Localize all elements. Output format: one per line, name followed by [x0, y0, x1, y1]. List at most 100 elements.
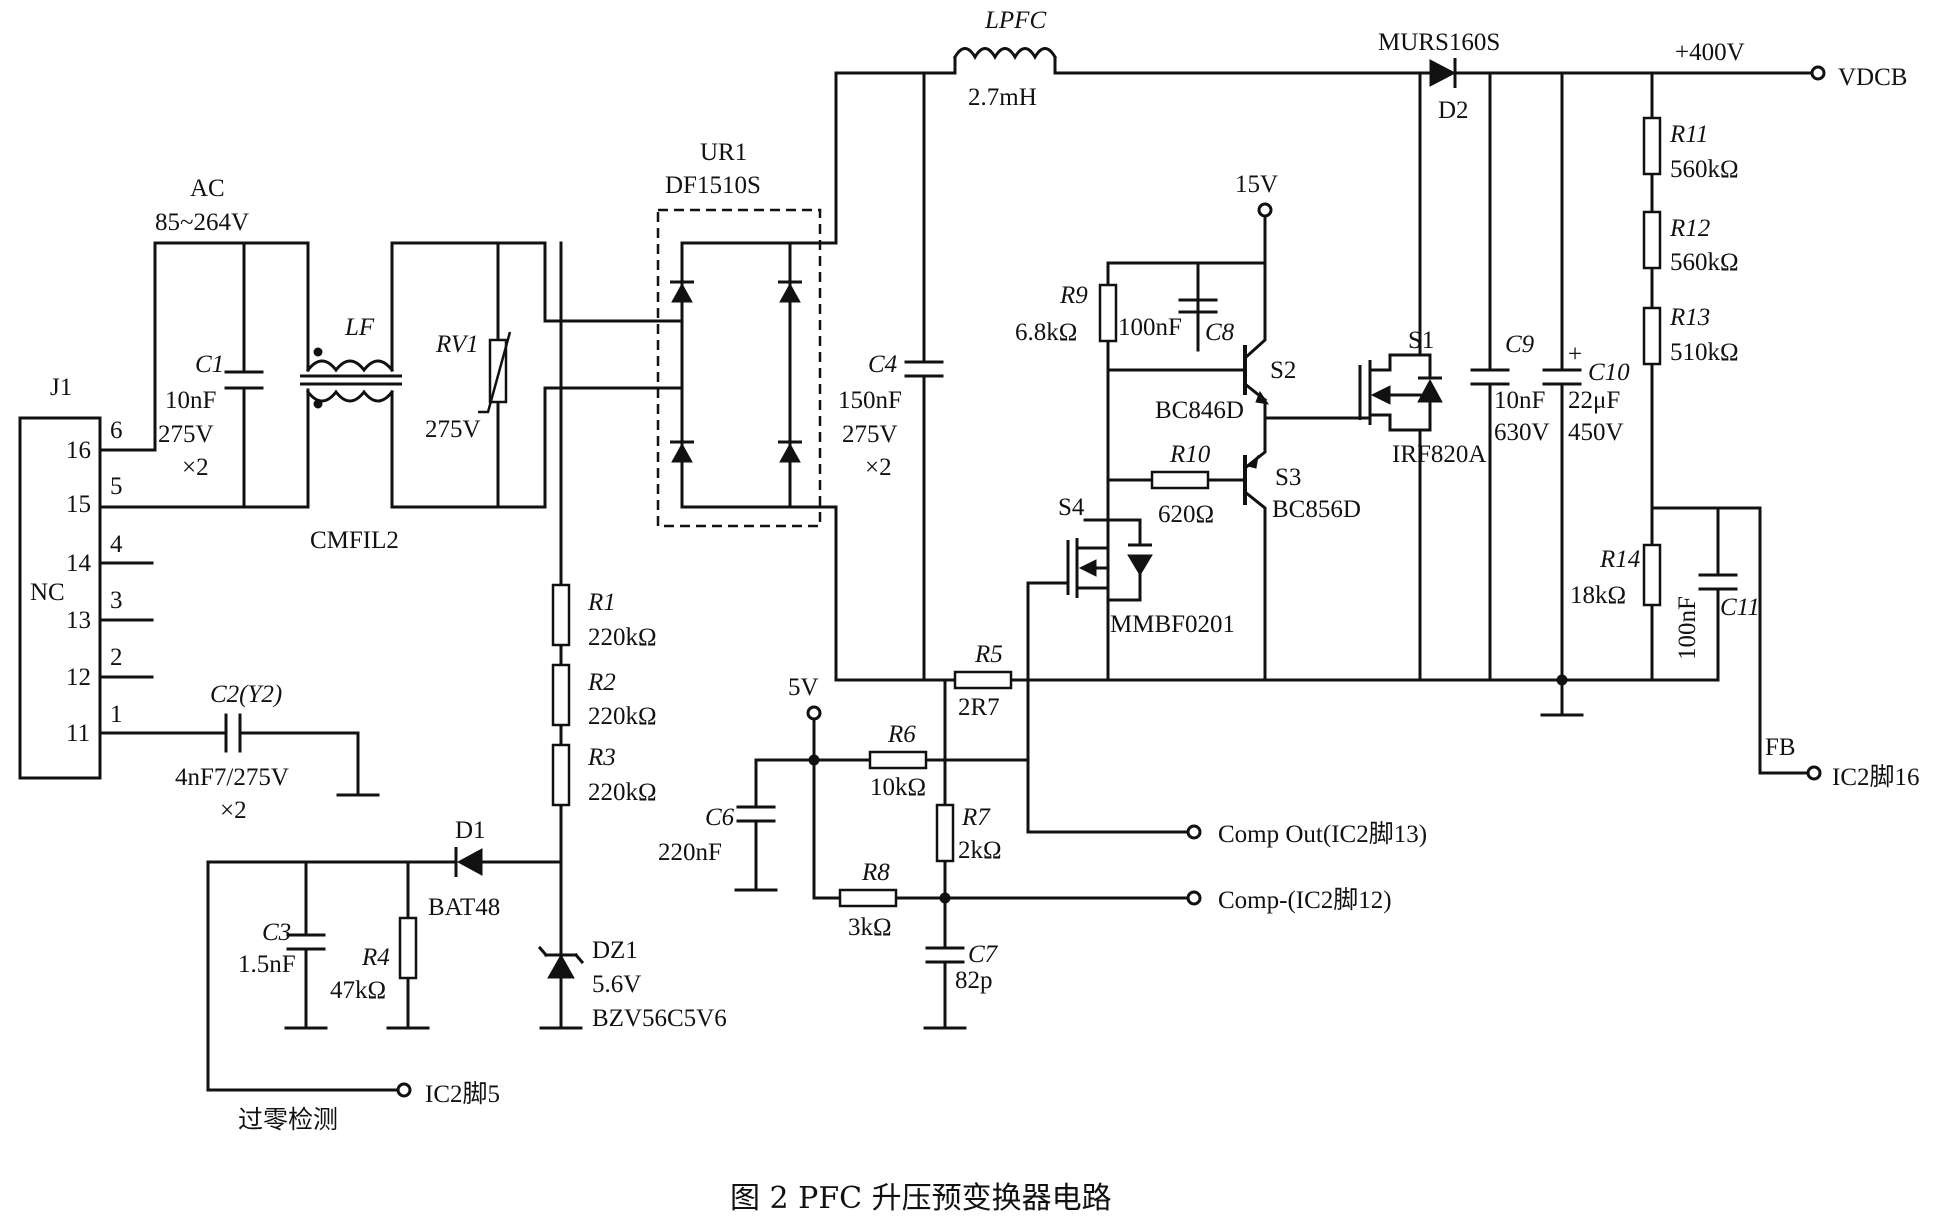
r12-label: R12: [1669, 215, 1710, 242]
c4-count: ×2: [865, 454, 892, 481]
capacitor-c10: [1542, 71, 1582, 682]
d2-label: D2: [1438, 97, 1469, 124]
c4-value: 150nF: [838, 387, 902, 414]
pin-number: 5: [110, 473, 123, 500]
r5-value: 2R7: [958, 694, 1000, 721]
r10-label: R10: [1169, 441, 1211, 468]
c6-label: C6: [705, 804, 735, 831]
d1-label: D1: [455, 817, 486, 844]
lf-label: LF: [344, 314, 375, 341]
r6-value: 10kΩ: [870, 774, 926, 801]
s2-label: S2: [1270, 357, 1296, 384]
irf820a-label: IRF820A: [1392, 441, 1486, 468]
c4-voltage: 275V: [842, 421, 898, 448]
c2-label: C2(Y2): [210, 681, 282, 708]
pin-label: 15: [66, 491, 91, 518]
ic2-pin5-label: IC2脚5: [425, 1080, 500, 1108]
c6-value: 220nF: [658, 839, 722, 866]
r11-value: 560kΩ: [1670, 156, 1739, 183]
dz1-label: DZ1: [592, 937, 638, 964]
r14-label: R14: [1599, 546, 1640, 573]
j1-label: J1: [50, 374, 72, 401]
c10-polarity: +: [1568, 341, 1582, 368]
pin-number: 2: [110, 644, 123, 671]
c8-value: 100nF: [1118, 314, 1182, 341]
v400-label: +400V: [1675, 39, 1745, 66]
df1510s-label: DF1510S: [665, 172, 761, 199]
r4-label: R4: [361, 944, 390, 971]
s4-label: S4: [1058, 494, 1085, 521]
c10-label: C10: [1588, 359, 1630, 386]
vdcb-label: VDCB: [1838, 64, 1907, 91]
bridge-rectifier-ur1: [613, 71, 957, 682]
c9-label: C9: [1505, 331, 1535, 358]
c1-count: ×2: [182, 454, 209, 481]
r9-label: R9: [1059, 282, 1088, 309]
comp-out-label: Comp Out(IC2脚13): [1218, 820, 1427, 848]
pin-label: 11: [66, 720, 90, 747]
c8-label: C8: [1205, 319, 1235, 346]
15v-terminal: [1257, 202, 1273, 218]
r14-value: 18kΩ: [1570, 582, 1626, 609]
driver-stage: [1026, 202, 1372, 834]
comp-out-terminal: [1186, 824, 1202, 840]
dz1-value: 5.6V: [592, 971, 641, 998]
s3-label: S3: [1275, 464, 1301, 491]
bc856d-label: BC856D: [1272, 496, 1361, 523]
r7-value: 2kΩ: [958, 837, 1002, 864]
lpfc-label: LPFC: [984, 7, 1046, 34]
c9-voltage: 630V: [1494, 419, 1550, 446]
r13-value: 510kΩ: [1670, 339, 1739, 366]
c1-label: C1: [195, 351, 224, 378]
rv1-label: RV1: [435, 331, 479, 358]
pin-number: 3: [110, 587, 123, 614]
pin-number: 1: [110, 701, 123, 728]
common-mode-choke-lf: [300, 241, 617, 509]
bc846d-label: BC846D: [1155, 397, 1244, 424]
c1-voltage: 275V: [158, 421, 214, 448]
diode-d2: [1429, 58, 1826, 88]
r13-label: R13: [1669, 304, 1710, 331]
r6-label: R6: [887, 721, 916, 748]
15v-label: 15V: [1235, 171, 1278, 198]
ic2-pin5-terminal: [396, 1082, 412, 1098]
r9-value: 6.8kΩ: [1015, 319, 1077, 346]
r3-label: R3: [587, 744, 616, 771]
cmfil-label: CMFIL2: [310, 527, 399, 554]
compensation-network: [734, 705, 1202, 1030]
r5-label: R5: [974, 641, 1003, 668]
vdcb-terminal: [1810, 65, 1826, 81]
bzv56c5v6-label: BZV56C5V6: [592, 1005, 727, 1032]
capacitor-c1: [224, 241, 264, 509]
zero-cross-network: [206, 241, 585, 1098]
capacitor-c9: [1470, 71, 1510, 682]
pin-label: 12: [66, 664, 91, 691]
r10-value: 620Ω: [1158, 501, 1214, 528]
c11-label: C11: [1720, 594, 1760, 621]
figure-caption: 图 2 PFC 升压预变换器电路: [730, 1181, 1112, 1216]
r8-label: R8: [861, 859, 890, 886]
mosfet-s1: [1358, 71, 1443, 682]
mmbf0201-label: MMBF0201: [1110, 611, 1235, 638]
c2-value: 4nF7/275V: [175, 764, 289, 791]
ic2-pin16-label: IC2脚16: [1832, 763, 1920, 791]
nc-label: NC: [30, 579, 65, 606]
r4-value: 47kΩ: [330, 977, 386, 1004]
murs160s-label: MURS160S: [1378, 29, 1500, 56]
zero-cross-label: 过零检测: [238, 1106, 338, 1134]
5v-label: 5V: [788, 674, 819, 701]
varistor-rv1: [478, 241, 512, 509]
c3-label: C3: [262, 919, 291, 946]
ac-range-label: 85~264V: [155, 209, 249, 236]
r11-label: R11: [1669, 121, 1708, 148]
5v-terminal: [806, 705, 822, 721]
c1-value: 10nF: [165, 387, 216, 414]
r1-value: 220kΩ: [588, 624, 657, 651]
c10-value: 22μF: [1568, 387, 1620, 414]
connector-j1: J1 NC 16 15 14 13 12 11 6 5 4 3 2 1: [18, 241, 310, 780]
return-bus: [834, 670, 1720, 840]
r3-value: 220kΩ: [588, 779, 657, 806]
c3-value: 1.5nF: [238, 951, 296, 978]
capacitor-c2: [98, 713, 380, 797]
pin-number: 4: [110, 531, 123, 558]
